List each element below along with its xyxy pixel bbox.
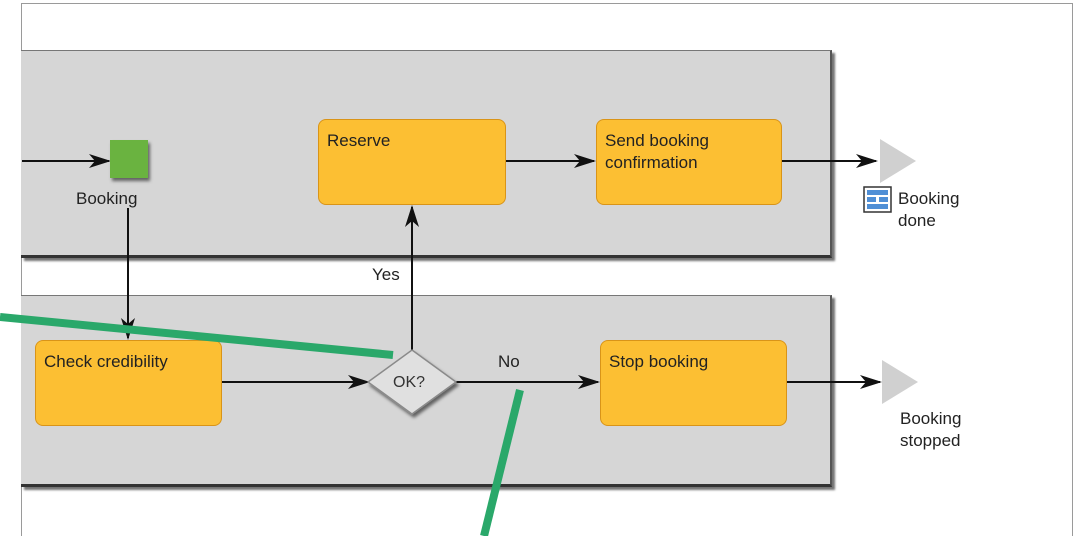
- task-send-booking-confirmation-label: Send booking confirmation: [605, 131, 709, 172]
- end-arrow-icon[interactable]: [882, 360, 918, 404]
- end-event-booking-done-label: Booking done: [898, 189, 960, 230]
- highlight-line-bottom: [480, 389, 524, 536]
- task-check-credibility-label: Check credibility: [44, 352, 168, 371]
- task-stop-booking[interactable]: Stop booking: [600, 340, 787, 426]
- data-object-icon: [863, 186, 892, 213]
- task-stop-booking-label: Stop booking: [609, 352, 709, 371]
- task-check-credibility[interactable]: Check credibility: [35, 340, 222, 426]
- gateway-diamond-icon[interactable]: [366, 349, 458, 415]
- task-reserve-label: Reserve: [327, 131, 391, 150]
- task-reserve[interactable]: Reserve: [318, 119, 506, 205]
- gateway-yes-label: Yes: [372, 265, 400, 284]
- end-event-booking-stopped-label: Booking stopped: [900, 409, 962, 450]
- square-start-icon[interactable]: [110, 140, 148, 178]
- gateway-no-label: No: [498, 352, 520, 371]
- end-arrow-icon[interactable]: [880, 139, 916, 183]
- start-event-label: Booking: [76, 189, 138, 208]
- gateway-label: OK?: [393, 374, 426, 391]
- task-send-booking-confirmation[interactable]: Send booking confirmation: [596, 119, 782, 205]
- highlight-line-left: [0, 313, 394, 359]
